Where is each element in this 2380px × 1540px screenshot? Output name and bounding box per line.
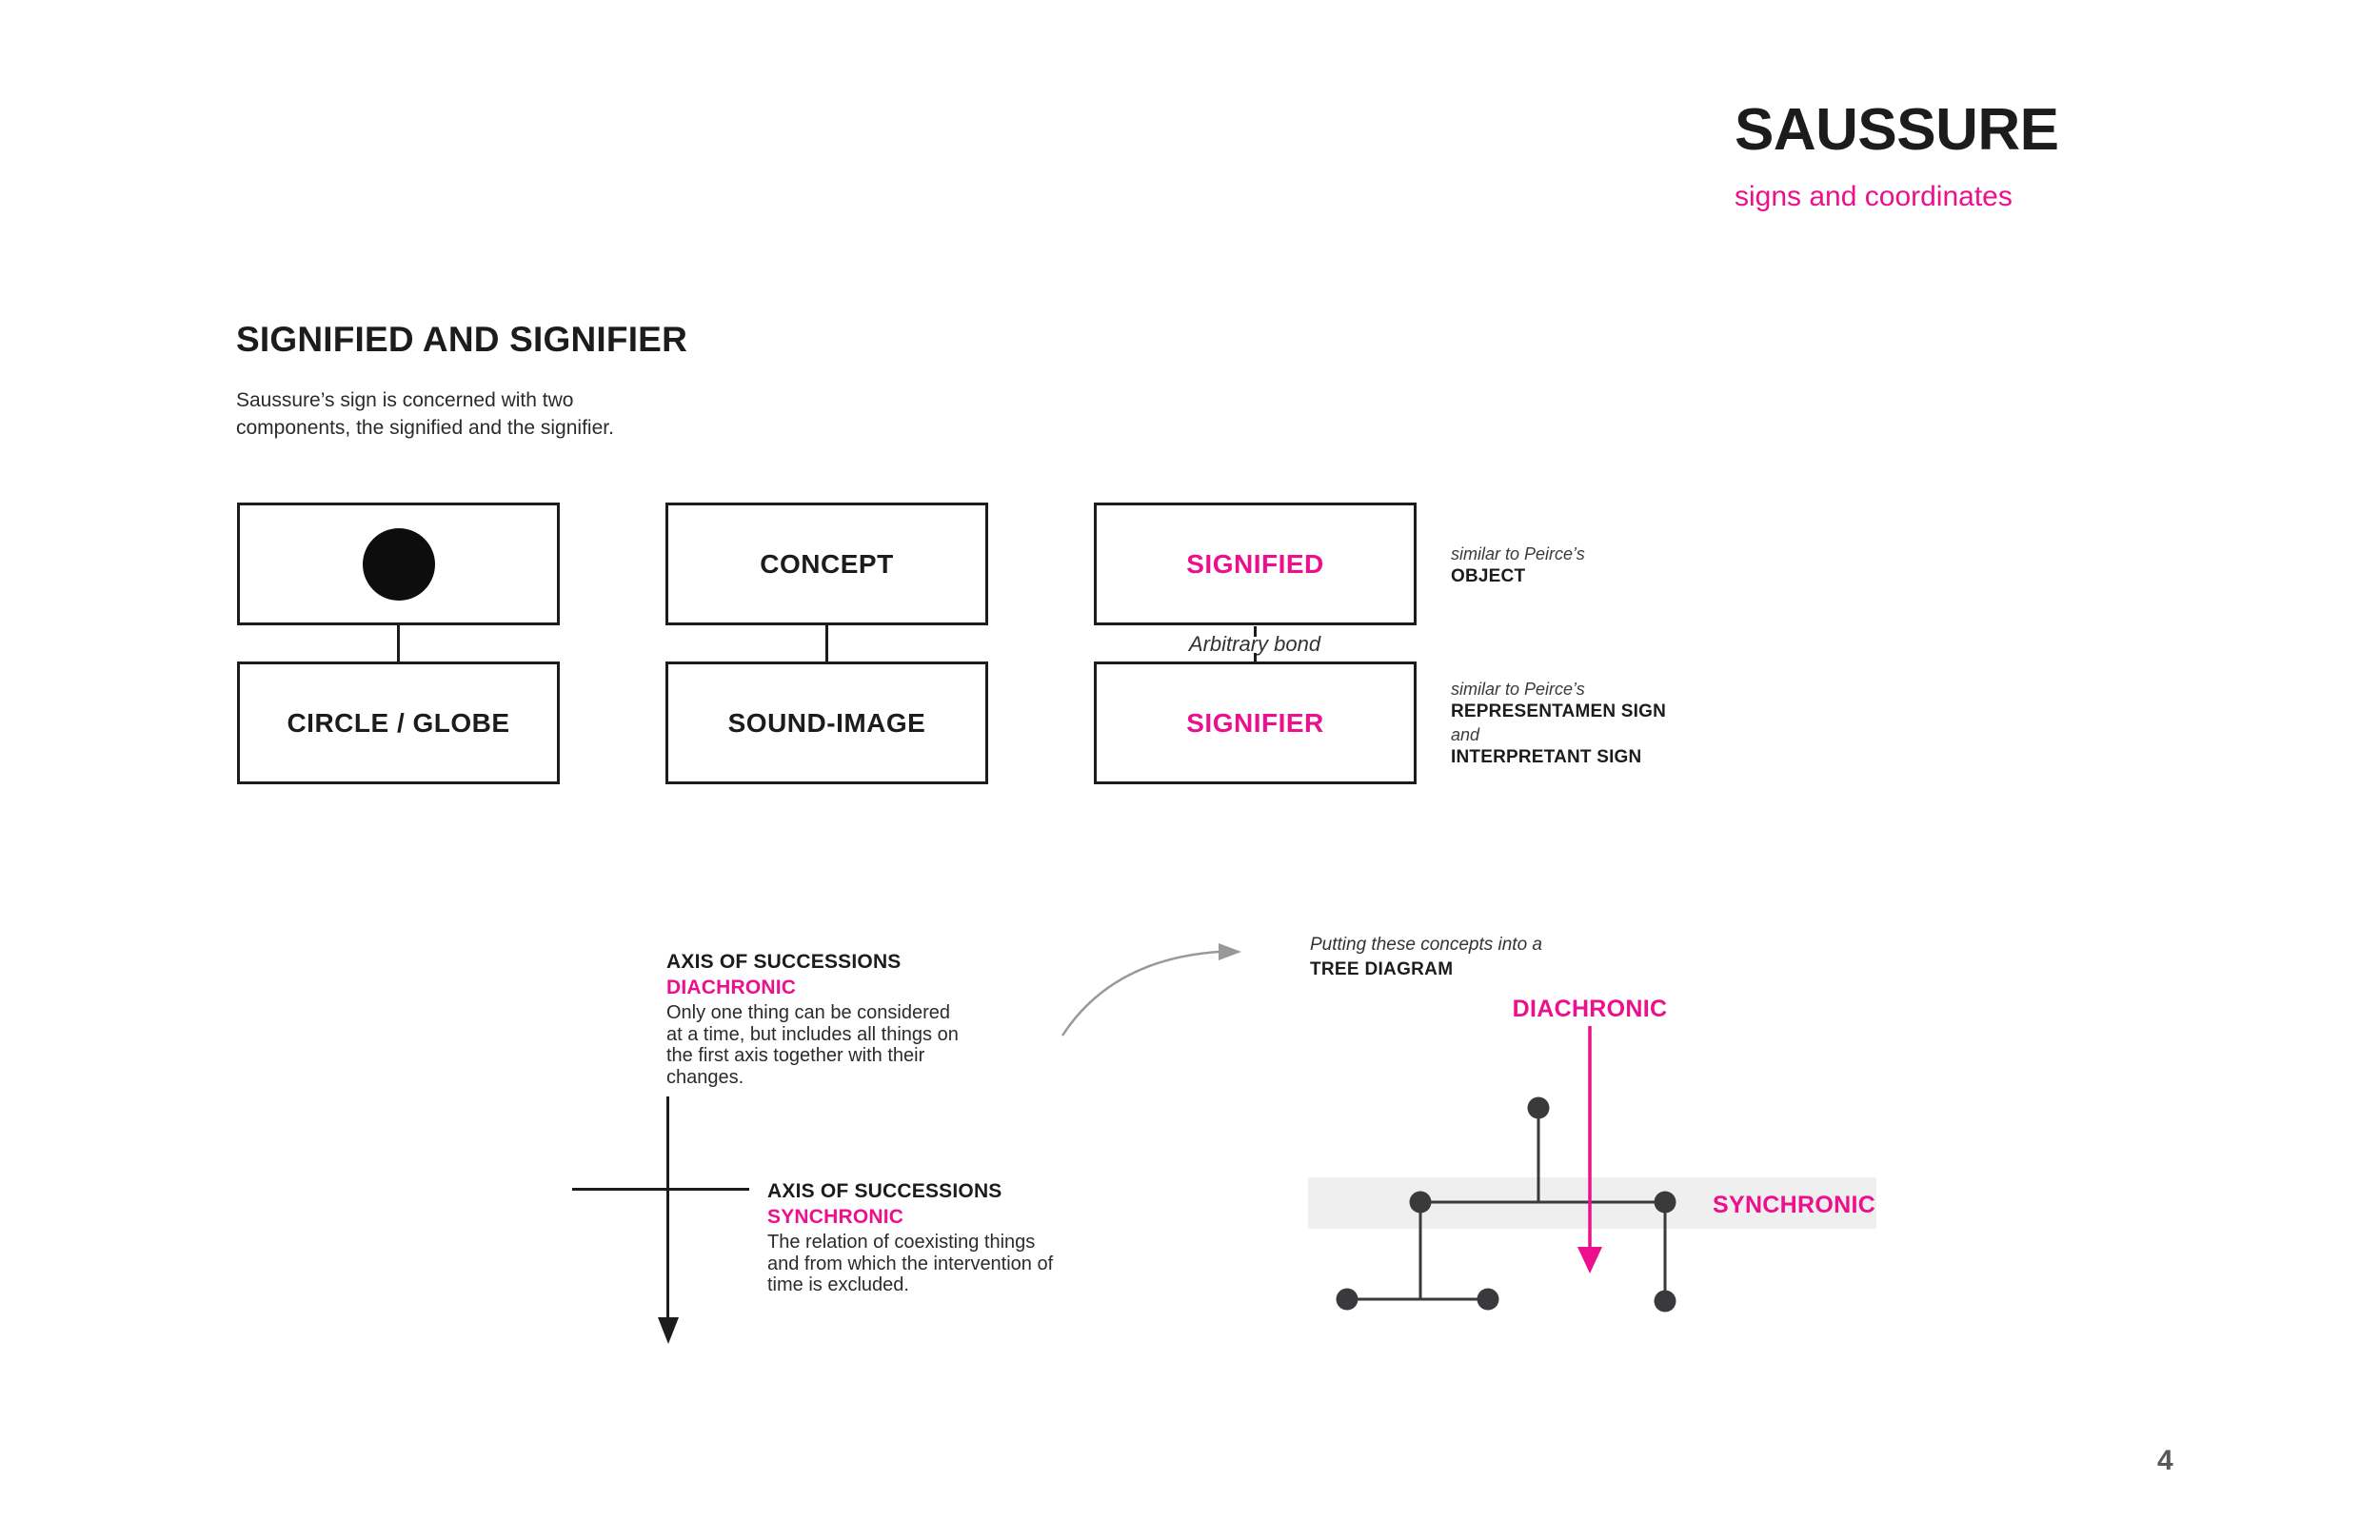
axis-horizontal-line <box>572 1188 749 1191</box>
axis-synchronic-title: AXIS OF SUCCESSIONS <box>767 1180 1002 1202</box>
page-number: 4 <box>2157 1445 2173 1476</box>
note-signifier: similar to Peirce’s REPRESENTAMEN SIGN a… <box>1451 678 1666 769</box>
axis-synchronic-block: AXIS OF SUCCESSIONS SYNCHRONIC The relat… <box>767 1178 1053 1296</box>
curved-arrow-icon <box>1061 943 1241 1037</box>
box-label-concept: CONCEPT <box>760 548 894 579</box>
connector-col1 <box>397 625 400 661</box>
box-label-signified: SIGNIFIED <box>1186 548 1324 579</box>
diachronic-arrowhead <box>1577 1247 1602 1273</box>
tree-node-dot <box>1409 1191 1432 1214</box>
note-signified: similar to Peirce’s OBJECT <box>1451 543 1585 588</box>
tree-diagram <box>1336 1026 1676 1313</box>
bond-tick-top <box>1254 626 1257 637</box>
page-subtitle: signs and coordinates <box>1735 181 2013 212</box>
note-signifier-term1: REPRESENTAMEN SIGN <box>1451 701 1666 721</box>
box-label-circle-globe: CIRCLE / GLOBE <box>287 707 510 738</box>
box-label-sound-image: SOUND-IMAGE <box>727 707 926 738</box>
axis-synchronic-subtitle: SYNCHRONIC <box>767 1206 904 1228</box>
tree-node-dot <box>1527 1096 1550 1119</box>
axis-diachronic-title: AXIS OF SUCCESSIONS <box>666 951 902 973</box>
note-signified-intro: similar to Peirce’s <box>1451 544 1585 563</box>
tree-node-dot <box>1654 1290 1676 1313</box>
filled-circle-icon <box>362 527 435 601</box>
tree-edges <box>1347 1108 1667 1301</box>
box-signifier: SIGNIFIER <box>1094 661 1417 784</box>
connector-col2 <box>825 625 828 661</box>
diachronic-arrow <box>1577 1026 1602 1273</box>
tree-nodes <box>1336 1096 1676 1313</box>
box-sound-image: SOUND-IMAGE <box>665 661 988 784</box>
axis-diachronic-block: AXIS OF SUCCESSIONS DIACHRONIC Only one … <box>666 949 959 1088</box>
tree-node-dot <box>1336 1288 1359 1311</box>
page-title: SAUSSURE <box>1735 97 2059 163</box>
tree-caption: Putting these concepts into a TREE DIAGR… <box>1310 933 1542 982</box>
bond-tick-bottom <box>1254 653 1257 663</box>
tree-synchronic-label: SYNCHRONIC <box>1713 1192 1876 1218</box>
curved-arrowhead <box>1219 943 1241 960</box>
note-signified-term: OBJECT <box>1451 566 1526 586</box>
tree-node-dot <box>1654 1191 1676 1214</box>
box-concept: CONCEPT <box>665 503 988 625</box>
box-label-signifier: SIGNIFIER <box>1186 707 1324 738</box>
curved-arrow-path <box>1061 950 1220 1037</box>
tree-node-dot <box>1477 1288 1499 1311</box>
note-signifier-conj: and <box>1451 725 1480 744</box>
tree-diachronic-label: DIACHRONIC <box>1512 996 1668 1022</box>
section-heading: SIGNIFIED AND SIGNIFIER <box>236 320 687 359</box>
note-signifier-term2: INTERPRETANT SIGN <box>1451 747 1642 767</box>
arbitrary-bond-label: Arbitrary bond <box>1188 632 1321 656</box>
axis-diachronic-subtitle: DIACHRONIC <box>666 977 797 998</box>
axis-down-arrowhead-icon <box>658 1317 679 1344</box>
box-circle-image <box>237 503 560 625</box>
axis-vertical-line <box>666 1096 669 1317</box>
tree-caption-intro: Putting these concepts into a <box>1310 935 1542 955</box>
box-circle-globe: CIRCLE / GLOBE <box>237 661 560 784</box>
note-signifier-intro: similar to Peirce’s <box>1451 680 1585 699</box>
box-signified: SIGNIFIED <box>1094 503 1417 625</box>
tree-caption-term: TREE DIAGRAM <box>1310 959 1454 979</box>
